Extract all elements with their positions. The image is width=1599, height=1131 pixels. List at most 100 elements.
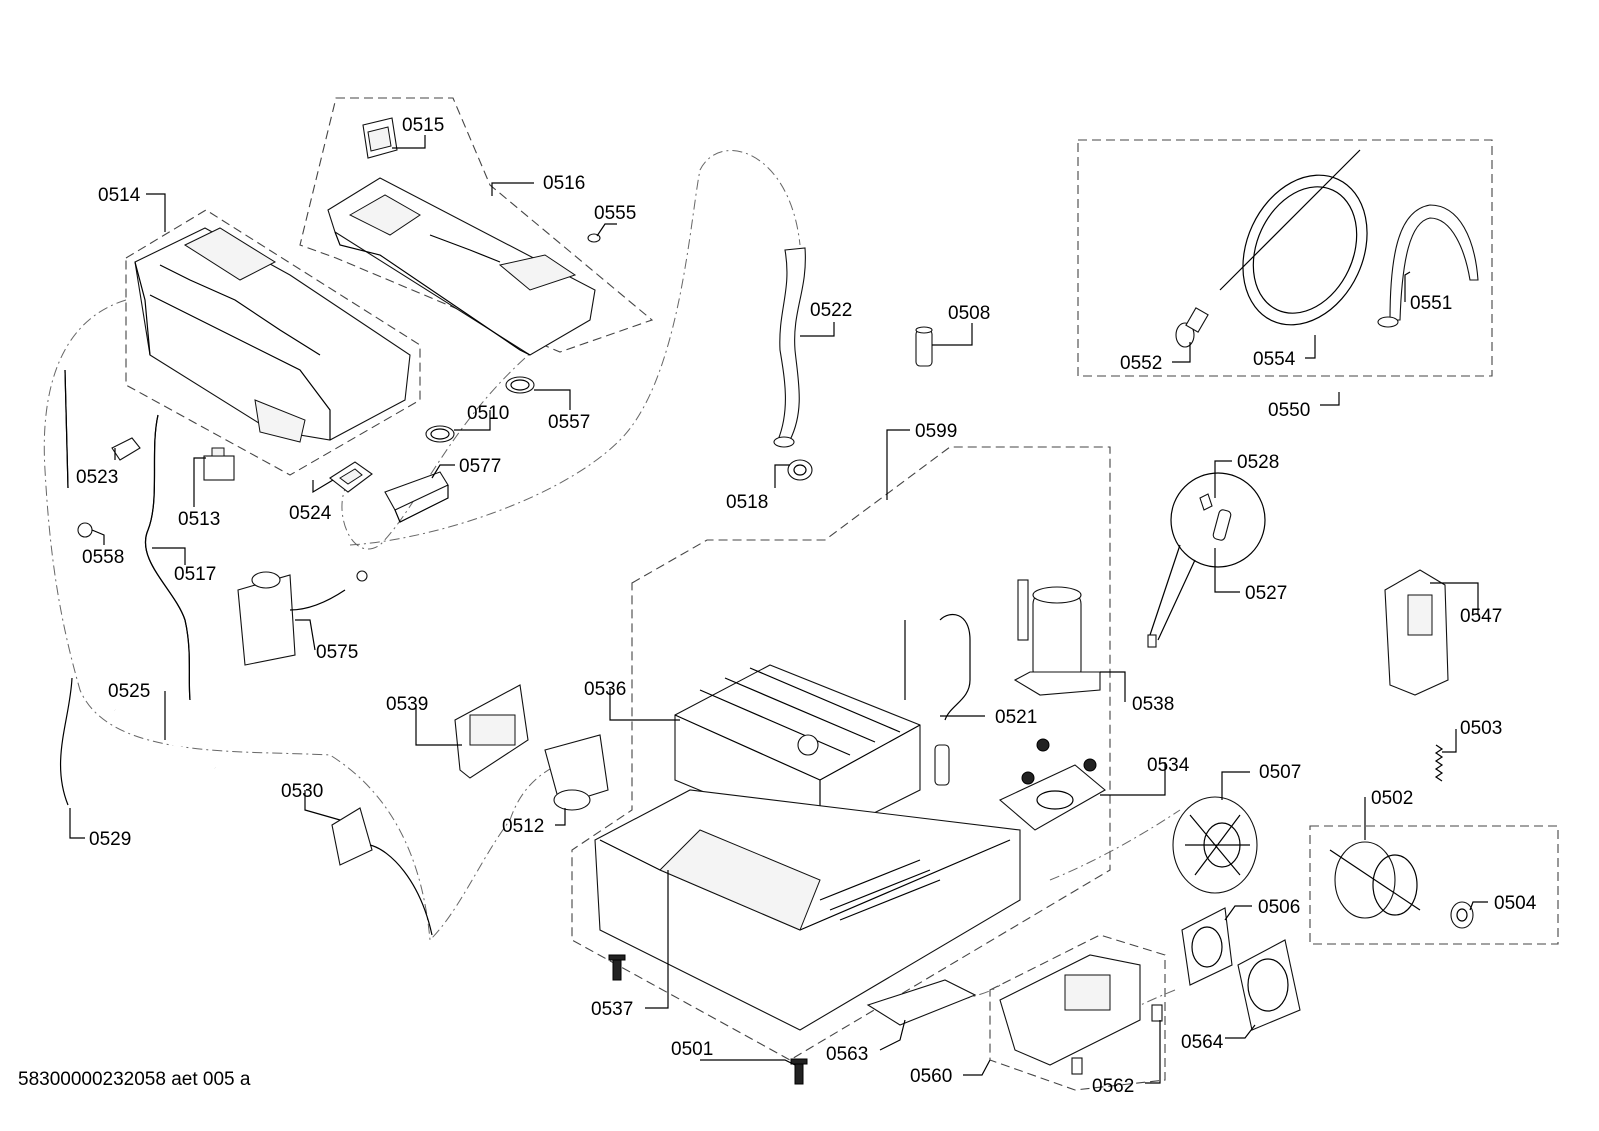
- leader-0528: [1214, 460, 1232, 498]
- leader-0599: [886, 429, 910, 500]
- label-0577: 0577: [459, 456, 501, 477]
- part-0501-screw: [790, 1058, 808, 1085]
- leader-0534: [1100, 762, 1166, 796]
- part-0502-motor: [1329, 841, 1421, 919]
- boundary-0599-group: [571, 446, 1111, 1061]
- part-0530-sensor: [331, 807, 433, 936]
- part-0537-screw: [608, 954, 626, 981]
- part-0552-connector: [1175, 307, 1209, 348]
- label-0537: 0537: [591, 999, 633, 1020]
- leader-0575: [295, 619, 316, 651]
- leader-0558: [91, 529, 105, 545]
- part-0513-valve: [203, 447, 235, 481]
- part-0528-0527-detail: [1147, 472, 1266, 648]
- part-0557-seal: [505, 376, 535, 394]
- part-labels: 0514 0515 0516 0555 0522 0508 0550 0551 …: [76, 115, 1537, 1097]
- part-0529-cable: [59, 677, 73, 806]
- part-0512-pump-housing: [544, 734, 609, 811]
- part-0507-fan-wheel: [1172, 796, 1258, 894]
- label-0558: 0558: [82, 547, 124, 568]
- part-0551-bracket: [1377, 204, 1479, 328]
- label-0555: 0555: [594, 203, 636, 224]
- label-0525: 0525: [108, 681, 150, 702]
- leader-0563: [879, 1019, 906, 1051]
- leader-0515: [392, 135, 426, 149]
- leader-0550: [1320, 392, 1340, 406]
- label-0529: 0529: [89, 829, 131, 850]
- label-0547: 0547: [1460, 606, 1502, 627]
- label-0508: 0508: [948, 303, 990, 324]
- part-0522-hose: [773, 247, 806, 448]
- leader-0508: [932, 323, 973, 346]
- label-0514: 0514: [98, 185, 141, 206]
- leader-0513: [193, 457, 206, 507]
- leader-0557: [534, 389, 571, 410]
- part-0508-sensor: [915, 326, 933, 367]
- part-left-hose: [64, 369, 69, 489]
- leader-0501: [700, 1059, 796, 1066]
- part-0577-flap: [384, 471, 449, 523]
- label-0552: 0552: [1120, 353, 1162, 374]
- label-0539: 0539: [386, 694, 428, 715]
- label-0557: 0557: [548, 412, 590, 433]
- part-0510-seal: [425, 425, 455, 443]
- leader-0552: [1172, 342, 1191, 363]
- link-drain-path: [43, 299, 571, 942]
- part-0558-clip: [77, 522, 93, 538]
- label-0563: 0563: [826, 1044, 868, 1065]
- leader-0517: [152, 547, 186, 565]
- label-0575: 0575: [316, 642, 358, 663]
- leader-0577: [431, 464, 455, 479]
- part-0523-clip: [111, 437, 141, 461]
- label-0527: 0527: [1245, 583, 1287, 604]
- label-0550: 0550: [1268, 400, 1310, 421]
- leader-0503: [1442, 729, 1457, 753]
- part-0514-water-container: [134, 227, 411, 443]
- part-0521-pipes: [904, 613, 971, 786]
- leader-0504: [1469, 901, 1488, 911]
- part-0504-nut: [1450, 901, 1474, 929]
- label-0551: 0551: [1410, 293, 1452, 314]
- part-0564-fan-cover: [1237, 939, 1301, 1031]
- leader-0538: [1100, 671, 1126, 702]
- label-0562: 0562: [1092, 1076, 1134, 1097]
- leader-0529: [69, 808, 85, 839]
- leader-0560: [963, 1059, 991, 1076]
- part-0534-base-plate: [998, 738, 1106, 831]
- link-0577-0524: [341, 344, 541, 550]
- leader-0507: [1221, 771, 1250, 800]
- link-0507: [1049, 809, 1181, 881]
- part-0524-grommet: [329, 461, 373, 493]
- leader-0555: [596, 223, 617, 237]
- part-0599-housing-base: [594, 789, 1021, 1031]
- leader-0506: [1224, 905, 1252, 921]
- leader-0524: [312, 479, 334, 494]
- boundary-0516-group: [299, 97, 654, 353]
- leader-0522: [800, 322, 835, 337]
- label-0554: 0554: [1253, 349, 1296, 370]
- leader-0564: [1225, 1024, 1256, 1039]
- label-0524: 0524: [289, 503, 332, 524]
- part-0575-pump: [237, 570, 368, 666]
- part-0518-ring: [787, 459, 813, 481]
- label-0513: 0513: [178, 509, 220, 530]
- label-0528: 0528: [1237, 452, 1279, 473]
- label-0512: 0512: [502, 816, 544, 837]
- label-0501: 0501: [671, 1039, 713, 1060]
- label-0504: 0504: [1494, 893, 1537, 914]
- label-0515: 0515: [402, 115, 444, 136]
- leader-0537: [645, 870, 669, 1009]
- leader-0554: [1305, 335, 1316, 359]
- label-0506: 0506: [1258, 897, 1300, 918]
- leader-0536: [609, 689, 680, 721]
- leader-0562: [1145, 1020, 1161, 1084]
- boundary-0502-group: [1309, 825, 1559, 945]
- boundary-0550-group: [1077, 139, 1493, 377]
- part-0563-plate: [866, 979, 977, 1026]
- label-0530: 0530: [281, 781, 323, 802]
- leader-0539: [415, 705, 462, 746]
- leader-0516: [491, 182, 534, 196]
- label-0518: 0518: [726, 492, 768, 513]
